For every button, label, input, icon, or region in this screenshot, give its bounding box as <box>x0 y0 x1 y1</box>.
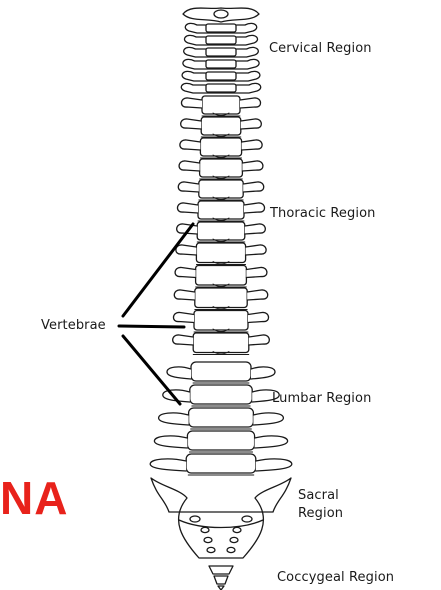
lumbar-process-left <box>150 459 186 471</box>
transverse-process-right <box>241 119 262 129</box>
label-vertebrae: Vertebrae <box>41 317 106 335</box>
vertebra-thoracic-body <box>196 243 245 263</box>
vertebra-thoracic-body <box>202 96 240 114</box>
thoracic-vertebrae <box>173 96 270 355</box>
vertebra-thoracic-body <box>199 180 243 198</box>
vertebra-thoracic-body <box>197 222 245 240</box>
label-thoracic-region: Thoracic Region <box>270 205 376 223</box>
vertebra-cervical-body <box>206 24 236 32</box>
sacrum-outline <box>151 478 291 558</box>
vertebra-thoracic-body <box>198 201 244 219</box>
vertebra-lumbar-body <box>191 362 251 381</box>
lumbar-process-left <box>167 367 191 379</box>
vertebra-thoracic-body <box>196 266 247 286</box>
vertebra-thoracic-body <box>194 311 248 331</box>
partial-title-text: NA <box>0 472 68 524</box>
transverse-process-right <box>247 290 268 300</box>
lumbar-process-left <box>154 436 187 448</box>
vertebra-lumbar-body <box>186 454 256 473</box>
label-sacral-line2: Region <box>298 506 343 521</box>
spinal-column <box>150 8 292 590</box>
coccyx-segment <box>214 576 228 584</box>
sacral-foramen <box>190 516 200 522</box>
vertebra-lumbar-body <box>187 431 254 450</box>
label-sacral-region: Sacral Region <box>298 487 378 523</box>
lumbar-process-right <box>255 436 288 448</box>
transverse-process-left <box>179 161 200 171</box>
vertebra-cervical-body <box>206 48 236 56</box>
transverse-process-right <box>248 312 269 322</box>
lumbar-process-right <box>253 413 283 425</box>
vertebra-cervical-body <box>206 84 236 92</box>
label-sacral-line1: Sacral <box>298 488 339 503</box>
vertebra-cervical-body <box>206 72 236 80</box>
transverse-process-right <box>246 267 267 277</box>
coccyx-segment <box>209 566 233 574</box>
transverse-process-left <box>180 140 201 150</box>
transverse-process-left <box>181 98 202 108</box>
transverse-process-left <box>173 335 194 345</box>
transverse-process-right <box>246 245 267 255</box>
transverse-process-left <box>178 182 199 192</box>
transverse-process-left <box>173 312 194 322</box>
transverse-process-right <box>245 224 266 234</box>
coccyx-tip <box>218 586 224 590</box>
sacral-foramen <box>207 547 215 552</box>
sacral-foramen <box>201 527 209 532</box>
label-cervical-region: Cervical Region <box>269 40 372 58</box>
vertebra-lumbar-body <box>190 385 252 404</box>
vertebrae-pointer-middle <box>119 326 184 327</box>
sacral-foramen <box>233 527 241 532</box>
lumbar-vertebrae <box>150 362 292 475</box>
transverse-process-right <box>242 161 263 171</box>
vertebra-cervical-body <box>206 36 236 44</box>
vertebra-c1-foramen <box>214 10 228 18</box>
lumbar-process-left <box>159 413 189 425</box>
lumbar-process-right <box>251 367 275 379</box>
transverse-process-left <box>175 267 196 277</box>
transverse-process-right <box>249 335 270 345</box>
transverse-process-left <box>174 290 195 300</box>
lumbar-process-right <box>256 459 292 471</box>
vertebra-cervical-body <box>206 60 236 68</box>
vertebra-thoracic-body <box>200 159 243 177</box>
vertebra-lumbar-body <box>189 408 254 427</box>
vertebra-thoracic-body <box>195 288 247 308</box>
sacral-foramen <box>230 537 238 542</box>
transverse-process-left <box>181 119 202 129</box>
transverse-process-right <box>240 98 261 108</box>
label-lumbar-region: Lumbar Region <box>272 390 371 408</box>
cervical-vertebrae <box>181 8 260 93</box>
transverse-process-left <box>177 203 198 213</box>
label-coccygeal-region: Coccygeal Region <box>277 569 394 587</box>
vertebra-thoracic-body <box>201 117 241 135</box>
sacrum <box>151 478 291 558</box>
sacral-foramen <box>242 516 252 522</box>
transverse-process-right <box>244 203 265 213</box>
transverse-process-right <box>243 182 264 192</box>
transverse-process-left <box>176 245 197 255</box>
vertebra-thoracic-body <box>193 333 249 353</box>
transverse-process-right <box>242 140 263 150</box>
coccyx <box>209 566 233 590</box>
vertebra-thoracic-body <box>200 138 241 156</box>
sacral-foramen <box>227 547 235 552</box>
sacral-foramen <box>204 537 212 542</box>
